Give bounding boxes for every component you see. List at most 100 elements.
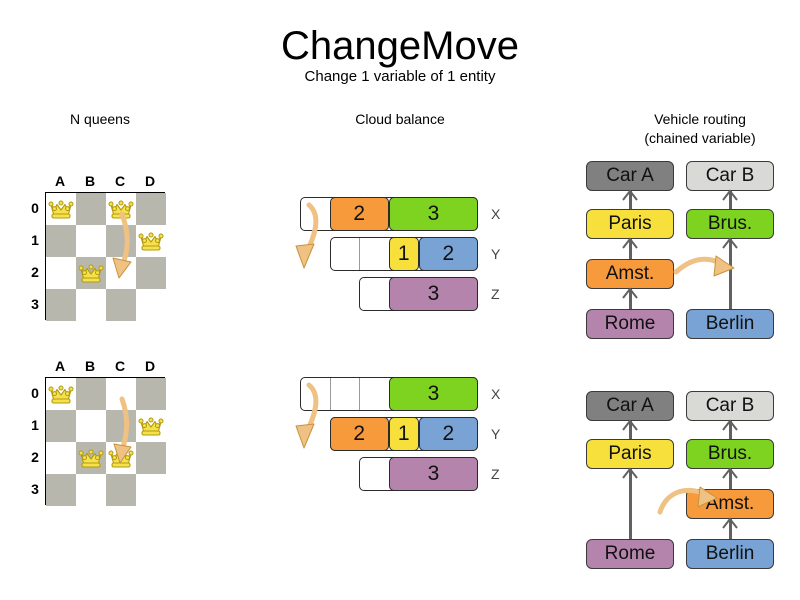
cloud-empty-slot-divider [359, 378, 361, 410]
cloud-process-Y-2-orange[interactable]: 2 [329, 417, 389, 451]
board-cell-C3[interactable] [106, 474, 136, 506]
board-cell-D0[interactable] [136, 378, 166, 410]
board-cell-B2[interactable] [76, 257, 106, 289]
board-cell-B1[interactable] [76, 225, 106, 257]
section-heading-vehicle-routing: Vehicle routing (chained variable) [610, 110, 790, 148]
vr-chain-link [629, 289, 632, 309]
board-file-label-d: D [144, 358, 156, 374]
board-cell-D1[interactable] [136, 225, 166, 257]
queen-piece-C0[interactable] [108, 198, 134, 220]
cloud-process-Y-2-blue[interactable]: 2 [418, 417, 478, 451]
queen-piece-D1[interactable] [138, 415, 164, 437]
section-heading-cloud-balance: Cloud balance [355, 111, 445, 127]
vr-chain-link [629, 421, 632, 439]
board-cell-A0[interactable] [46, 378, 76, 410]
board-rank-label-2: 2 [31, 449, 39, 465]
vr-node-cara[interactable]: Car A [586, 391, 674, 421]
board-cell-C2[interactable] [106, 257, 136, 289]
cloud-computer-label-Y: Y [491, 426, 501, 442]
board-cell-A2[interactable] [46, 257, 76, 289]
board-file-label-a: A [54, 358, 66, 374]
board-cell-A1[interactable] [46, 225, 76, 257]
board-cell-D2[interactable] [136, 257, 166, 289]
vr-node-brus[interactable]: Brus. [686, 209, 774, 239]
board-cell-C3[interactable] [106, 289, 136, 321]
queen-piece-B2[interactable] [78, 447, 104, 469]
board-cell-B0[interactable] [76, 193, 106, 225]
board-file-label-b: B [84, 173, 96, 189]
cloud-computer-label-Z: Z [491, 466, 500, 482]
cloud-process-X-2-orange[interactable]: 2 [329, 197, 389, 231]
vr-chain-link [729, 421, 732, 439]
queen-piece-D1[interactable] [138, 230, 164, 252]
board-file-label-c: C [114, 173, 126, 189]
vr-chain-link [629, 239, 632, 259]
section-heading-n-queens: N queens [70, 111, 130, 127]
cloud-process-Z-3-purple[interactable]: 3 [388, 457, 478, 491]
board-cell-B3[interactable] [76, 474, 106, 506]
board-cell-B3[interactable] [76, 289, 106, 321]
vr-node-amst[interactable]: Amst. [586, 259, 674, 289]
board-rank-label-3: 3 [31, 296, 39, 312]
queen-piece-A0[interactable] [48, 383, 74, 405]
vr-chain-link [729, 519, 732, 539]
vr-node-paris[interactable]: Paris [586, 209, 674, 239]
board-cell-C0[interactable] [106, 378, 136, 410]
cloud-process-Y-1-yellow[interactable]: 1 [388, 417, 419, 451]
queen-piece-A0[interactable] [48, 198, 74, 220]
cloud-process-X-3-green[interactable]: 3 [388, 377, 478, 411]
chess-board [45, 192, 166, 321]
board-rank-label-2: 2 [31, 264, 39, 280]
vr-chain-link [629, 191, 632, 209]
board-cell-C1[interactable] [106, 410, 136, 442]
cloud-process-Y-2-blue[interactable]: 2 [418, 237, 478, 271]
cloud-process-Y-1-yellow[interactable]: 1 [388, 237, 419, 271]
vr-node-brus[interactable]: Brus. [686, 439, 774, 469]
vr-node-paris[interactable]: Paris [586, 439, 674, 469]
board-cell-A3[interactable] [46, 474, 76, 506]
cloud-computer-label-X: X [491, 206, 501, 222]
board-cell-A1[interactable] [46, 410, 76, 442]
board-cell-D2[interactable] [136, 442, 166, 474]
cloud-empty-slot-divider [359, 238, 361, 270]
vr-node-berlin[interactable]: Berlin [686, 309, 774, 339]
vr-move-arrow-before [673, 256, 727, 275]
cloud-process-Z-3-purple[interactable]: 3 [388, 277, 478, 311]
board-file-label-b: B [84, 358, 96, 374]
vr-node-berlin[interactable]: Berlin [686, 539, 774, 569]
vr-node-amst[interactable]: Amst. [686, 489, 774, 519]
board-cell-B1[interactable] [76, 410, 106, 442]
vr-chain-link [629, 469, 632, 539]
board-cell-D1[interactable] [136, 410, 166, 442]
cloud-move-arrowhead-after [295, 423, 315, 449]
cloud-computer-label-Y: Y [491, 246, 501, 262]
board-cell-A3[interactable] [46, 289, 76, 321]
board-cell-D0[interactable] [136, 193, 166, 225]
vr-node-cara[interactable]: Car A [586, 161, 674, 191]
board-cell-A2[interactable] [46, 442, 76, 474]
queen-piece-C2[interactable] [108, 447, 134, 469]
board-cell-A0[interactable] [46, 193, 76, 225]
page-title: ChangeMove [281, 24, 519, 68]
vr-node-carb[interactable]: Car B [686, 161, 774, 191]
board-rank-label-3: 3 [31, 481, 39, 497]
board-cell-B2[interactable] [76, 442, 106, 474]
board-cell-D3[interactable] [136, 474, 166, 506]
board-rank-label-1: 1 [31, 417, 39, 433]
section-heading-vehicle-routing-line2: (chained variable) [644, 130, 756, 146]
board-file-label-a: A [54, 173, 66, 189]
board-cell-B0[interactable] [76, 378, 106, 410]
vr-chain-link [729, 239, 732, 309]
vr-node-carb[interactable]: Car B [686, 391, 774, 421]
page-subtitle: Change 1 variable of 1 entity [304, 68, 496, 85]
cloud-process-X-3-green[interactable]: 3 [388, 197, 478, 231]
queen-piece-B2[interactable] [78, 262, 104, 284]
cloud-computer-label-Z: Z [491, 286, 500, 302]
board-cell-D3[interactable] [136, 289, 166, 321]
vr-node-rome[interactable]: Rome [586, 309, 674, 339]
board-file-label-d: D [144, 173, 156, 189]
vr-node-rome[interactable]: Rome [586, 539, 674, 569]
board-cell-C1[interactable] [106, 225, 136, 257]
section-heading-vehicle-routing-line1: Vehicle routing [654, 111, 746, 127]
